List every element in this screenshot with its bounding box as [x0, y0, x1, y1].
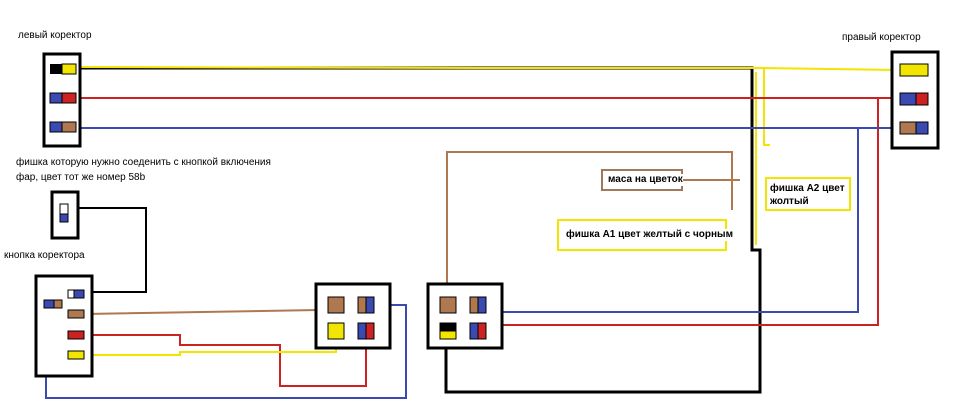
plug-note-line1: фишка которую нужно соеденить с кнопкой … — [16, 157, 271, 168]
wire-yellow-right-corrector — [759, 67, 901, 71]
left-corrector-connector — [42, 52, 82, 148]
a1-plug-label: фишка А1 цвет желтый с чорным — [566, 229, 733, 241]
corrector-button-label: кнопка коректора — [4, 250, 85, 261]
a2-plug-label-line1: фишка А2 цвет — [770, 183, 845, 195]
corrector-button-connector — [34, 274, 94, 378]
plug-note-line2: фар, цвет тот же номер 58b — [16, 172, 146, 183]
ground-label: маса на цветок — [608, 174, 683, 186]
middle-2x2-plug — [314, 282, 392, 350]
wire-yellow-button-to-plug — [84, 340, 337, 356]
headlight-switch-plug — [50, 190, 80, 240]
wire-red-button-to-plug — [84, 334, 367, 387]
wire-black-plug-to-button — [68, 207, 147, 293]
left-corrector-label: левый коректор — [18, 30, 92, 41]
a1-2x2-plug — [426, 282, 504, 350]
right-corrector-label: правый коректор — [842, 32, 921, 43]
wire-blue-right-drop — [490, 128, 859, 313]
wire-yellow-right-branch — [763, 68, 770, 146]
wire-brown-button-to-plug — [83, 309, 334, 315]
right-corrector-connector — [890, 50, 940, 150]
a2-plug-label-line2: жолтый — [770, 196, 809, 208]
wire-yellow-top — [77, 66, 760, 69]
wire-red-right-drop — [490, 98, 879, 326]
